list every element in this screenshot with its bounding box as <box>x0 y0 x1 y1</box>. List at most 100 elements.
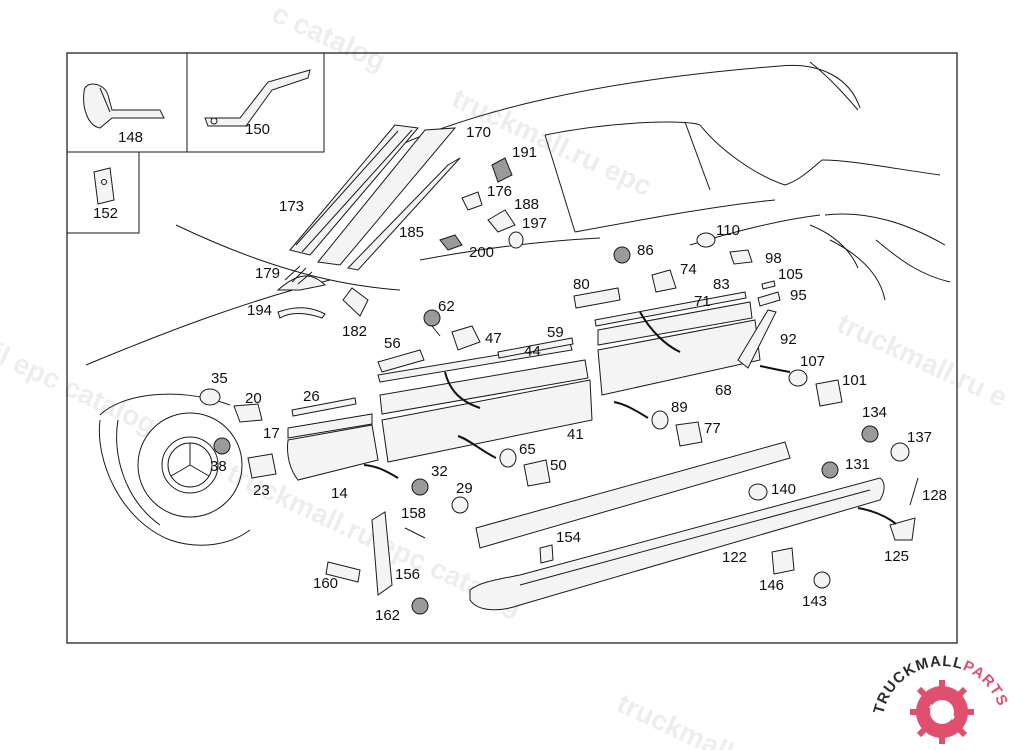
part-29 <box>451 496 469 514</box>
part-83 <box>594 291 747 327</box>
part-label: 173 <box>279 198 304 215</box>
part-194 <box>277 307 326 319</box>
part-label: 71 <box>694 293 711 310</box>
part-label: 50 <box>550 457 567 474</box>
diagram-frame <box>66 52 958 644</box>
watermark-text: il epc catalog <box>0 337 161 440</box>
part-label: 110 <box>716 222 740 239</box>
part-98 <box>729 249 753 265</box>
arrow <box>363 464 399 479</box>
gear-slash <box>929 704 955 720</box>
part-140 <box>748 483 768 501</box>
part-110 <box>696 232 716 248</box>
part-label: 92 <box>780 331 797 348</box>
part-label: 160 <box>313 575 338 592</box>
part-label: 83 <box>713 276 730 293</box>
part-173 <box>289 124 419 256</box>
watermark-text: truckmall.ru e <box>832 307 1012 413</box>
part-labels: 170 191 173 176 188 197 185 200 179 194 … <box>210 124 947 624</box>
truckmall-logo: TRUCKMALLPARTS <box>870 653 1011 744</box>
parts-drawing <box>199 124 919 615</box>
part-71 <box>597 301 753 346</box>
part-200 <box>439 234 463 251</box>
part-156 <box>371 511 393 596</box>
part-95 <box>757 291 781 307</box>
label-150: 150 <box>245 121 270 138</box>
arrow <box>639 311 681 353</box>
part-188 <box>487 209 516 233</box>
part-label: 143 <box>802 593 827 610</box>
part-77 <box>675 421 703 447</box>
part-label: 101 <box>842 372 867 389</box>
part-label: 194 <box>247 302 272 319</box>
part-143 <box>813 571 831 589</box>
part-label: 154 <box>556 529 581 546</box>
part-101 <box>815 379 843 407</box>
arrow <box>857 507 897 525</box>
part-label: 158 <box>401 505 426 522</box>
part-65 <box>499 448 517 468</box>
part-label: 20 <box>245 390 262 407</box>
part-label: 146 <box>759 577 784 594</box>
part-89 <box>651 410 669 430</box>
logo-text-accent: PARTS <box>960 657 1011 709</box>
part-191 <box>491 157 513 183</box>
part-label: 65 <box>519 441 536 458</box>
part-59 <box>497 337 574 359</box>
part-50 <box>523 459 551 487</box>
part-label: 182 <box>342 323 367 340</box>
part-32 <box>411 478 429 496</box>
part-label: 80 <box>573 276 590 293</box>
part-105 <box>761 280 776 290</box>
part-label: 38 <box>210 458 227 475</box>
part-label: 44 <box>524 343 541 360</box>
part-185-strip <box>347 157 461 271</box>
part-23 <box>247 453 277 479</box>
part-176 <box>461 191 483 211</box>
part-128 <box>909 477 919 506</box>
part-131 <box>821 461 839 479</box>
part-label: 188 <box>514 196 539 213</box>
part-label: 41 <box>567 426 584 443</box>
part-38 <box>213 437 231 455</box>
part-158 <box>404 527 426 539</box>
part-182 <box>342 287 369 317</box>
wheel-icon <box>137 412 243 518</box>
part-154 <box>475 441 791 549</box>
part-74 <box>651 269 677 293</box>
part-20 <box>233 403 263 423</box>
part-154-clip <box>539 544 554 564</box>
part-26 <box>291 397 357 417</box>
part-label: 86 <box>637 242 654 259</box>
part-label: 131 <box>845 456 870 473</box>
arrow <box>457 435 497 459</box>
part-41-upper <box>379 359 589 415</box>
part-label: 26 <box>303 388 320 405</box>
part-162 <box>411 597 429 615</box>
part-label: 179 <box>255 265 280 282</box>
part-197 <box>508 231 524 249</box>
part-41 <box>381 379 593 463</box>
arrow <box>613 401 649 419</box>
part-68 <box>597 319 761 396</box>
part-14 <box>287 424 379 481</box>
part-107 <box>788 369 808 387</box>
part-label: 23 <box>253 482 270 499</box>
part-146 <box>771 547 795 575</box>
part-label: 197 <box>522 215 547 232</box>
label-148: 148 <box>118 129 143 146</box>
part-label: 29 <box>456 480 473 497</box>
part-179 <box>276 275 327 291</box>
part-label: 17 <box>263 425 280 442</box>
watermark-text: truckmall.ru <box>612 687 770 750</box>
label-152: 152 <box>93 205 118 222</box>
part-label: 89 <box>671 399 688 416</box>
part-label: 162 <box>375 607 400 624</box>
part-label: 47 <box>485 330 502 347</box>
part-47 <box>451 325 481 351</box>
arrow <box>444 371 481 409</box>
part-label: 156 <box>395 566 420 583</box>
part-92 <box>737 309 777 369</box>
part-134 <box>861 425 879 443</box>
